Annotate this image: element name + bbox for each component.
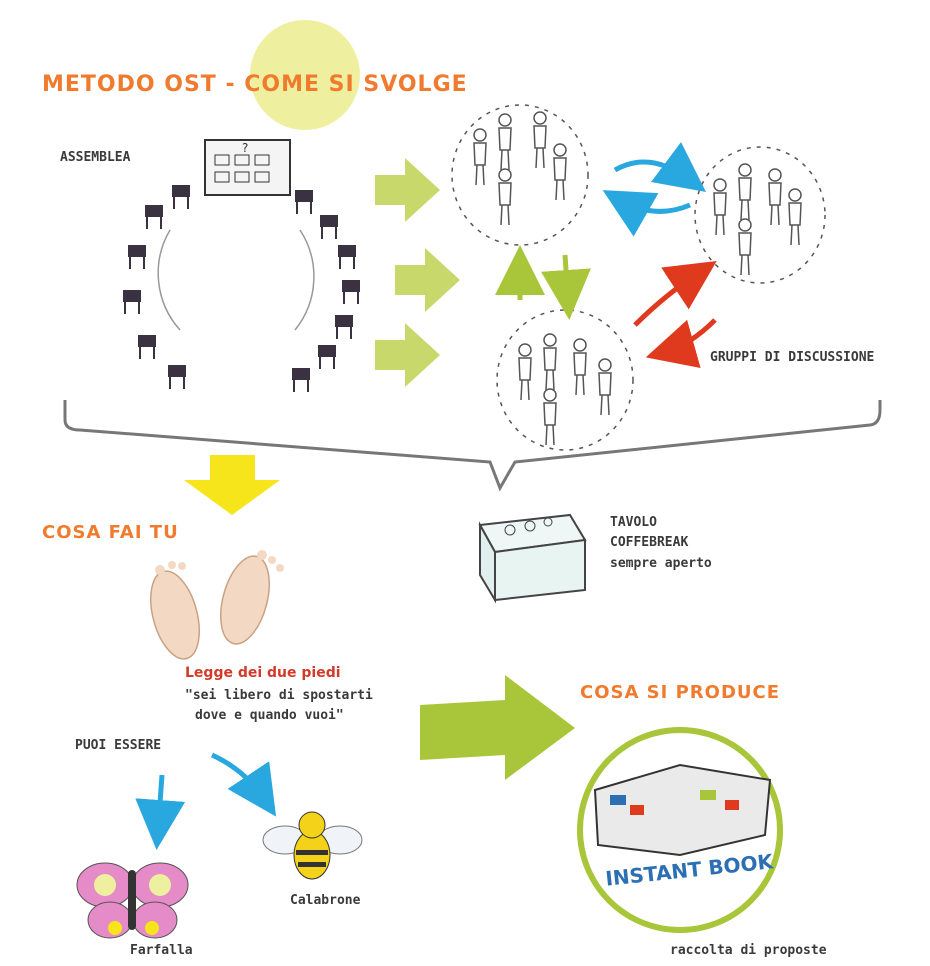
group-exchange-arrows-red xyxy=(633,261,717,368)
butterfly-label: Farfalla xyxy=(130,943,193,958)
assembly-to-groups-arrows xyxy=(375,158,460,387)
footprints-icon xyxy=(150,550,284,660)
yellow-down-arrow xyxy=(184,455,280,515)
discussion-group-3 xyxy=(496,309,634,451)
bumblebee-icon xyxy=(262,811,363,880)
assembly-circle xyxy=(122,184,361,393)
coffee-table xyxy=(478,513,587,604)
can-be-label: PUOI ESSERE xyxy=(75,738,162,753)
discussion-group-1 xyxy=(451,104,589,246)
discussion-group-2 xyxy=(694,146,826,284)
assembly-label: ASSEMBLEA xyxy=(60,150,131,165)
law-quote-line-1: "sei libero di spostarti xyxy=(185,688,373,703)
group-exchange-arrows-blue xyxy=(602,142,707,237)
you-heading: COSA FAI TU xyxy=(42,522,179,543)
sun-decoration xyxy=(250,20,360,130)
law-title: Legge dei due piedi xyxy=(185,665,341,681)
assembly-board xyxy=(204,139,291,196)
board-question-mark: ? xyxy=(242,141,248,155)
bumblebee-label: Calabrone xyxy=(290,893,361,908)
groups-label: GRUPPI DI DISCUSSIONE xyxy=(710,350,875,365)
produce-arrow xyxy=(420,675,575,780)
instant-book-icon xyxy=(593,763,772,857)
instant-book-circle xyxy=(577,727,783,933)
page-title: METODO OST - COME SI SVOLGE xyxy=(42,72,468,97)
group-exchange-arrows-green xyxy=(495,245,591,320)
produce-heading: COSA SI PRODUCE xyxy=(580,682,781,703)
coffee-label-1: TAVOLO xyxy=(610,515,657,530)
coffee-label-3: sempre aperto xyxy=(610,556,712,571)
law-quote-line-2: dove e quando vuoi" xyxy=(195,708,344,723)
bracket xyxy=(63,400,882,492)
choice-arrows xyxy=(135,752,277,850)
butterfly-icon xyxy=(76,862,189,939)
produce-caption: raccolta di proposte xyxy=(670,943,827,958)
coffee-label-2: COFFEBREAK xyxy=(610,535,689,550)
